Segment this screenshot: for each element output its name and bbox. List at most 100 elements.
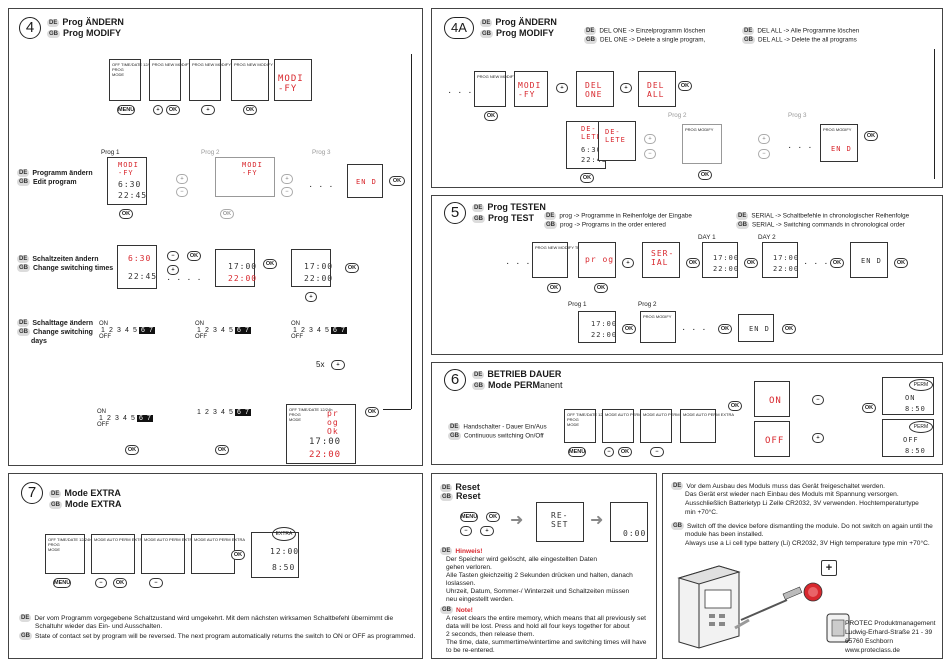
- battery-de-line: Das Gerät erst wieder nach Einbau des Mo…: [685, 491, 899, 498]
- minus-button[interactable]: −: [650, 447, 664, 457]
- ok-button[interactable]: OK: [231, 550, 245, 560]
- ok-button[interactable]: OK: [728, 401, 742, 411]
- ok-button[interactable]: OK: [686, 258, 700, 268]
- ok-button[interactable]: OK: [618, 447, 632, 457]
- ok-button[interactable]: OK: [215, 445, 229, 455]
- menu-button[interactable]: MENU: [53, 578, 71, 588]
- plus-button[interactable]: +: [305, 292, 317, 302]
- plus-button[interactable]: +: [556, 83, 568, 93]
- prog2-label: Prog 2: [201, 149, 220, 156]
- plus-button[interactable]: +: [622, 258, 634, 268]
- ok-button[interactable]: OK: [389, 176, 405, 186]
- lcd-display-on: ON: [754, 381, 790, 417]
- ok-button[interactable]: OK: [594, 283, 608, 293]
- ok-button[interactable]: OK: [698, 170, 712, 180]
- minus-button[interactable]: −: [176, 187, 188, 197]
- five-times-label: 5x: [316, 360, 325, 369]
- minus-button[interactable]: −: [167, 251, 179, 261]
- minus-button[interactable]: −: [812, 395, 824, 405]
- ellipsis: · · ·: [788, 142, 814, 153]
- ok-button[interactable]: OK: [718, 324, 732, 334]
- ok-button[interactable]: OK: [484, 111, 498, 121]
- battery-de-line: min +70°C.: [685, 509, 718, 516]
- ok-button[interactable]: OK: [744, 258, 758, 268]
- lcd-display-reset: RE- SET: [536, 502, 584, 542]
- minus-button[interactable]: −: [758, 149, 770, 159]
- flow-line: [934, 49, 935, 179]
- hint-gb-line: data will be lost. Press and hold all fo…: [446, 623, 630, 630]
- ok-button[interactable]: OK: [580, 173, 594, 183]
- flow-line: [383, 409, 411, 410]
- ok-button[interactable]: OK: [678, 81, 692, 91]
- minus-button[interactable]: −: [281, 187, 293, 197]
- plus-button[interactable]: +: [176, 174, 188, 184]
- plus-button[interactable]: +: [758, 134, 770, 144]
- hint-gb-line: The time, date, summertime/wintertime an…: [446, 639, 647, 646]
- lcd-display: MODE AUTO PERM EXTRA: [141, 534, 195, 574]
- ok-button[interactable]: OK: [830, 258, 844, 268]
- menu-button[interactable]: MENU: [117, 105, 135, 115]
- lcd-display-time: 17:00 22:00: [291, 249, 332, 287]
- day1-label: DAY 1: [698, 234, 716, 241]
- lcd-display-modify: MODI -FY: [274, 59, 312, 101]
- ok-button[interactable]: OK: [862, 403, 876, 413]
- plus-button[interactable]: +: [201, 105, 215, 115]
- plus-button[interactable]: +: [480, 526, 494, 536]
- lcd-display-perm-on: PERM ON 8:50: [882, 377, 934, 415]
- ok-button[interactable]: OK: [486, 512, 500, 522]
- lcd-display-end: EN D: [347, 164, 383, 198]
- lcd-display-time: 17:00 22:00: [578, 311, 616, 343]
- minus-button[interactable]: −: [644, 149, 656, 159]
- menu-button[interactable]: MENU: [460, 512, 478, 522]
- ok-button[interactable]: OK: [782, 324, 796, 334]
- ok-button[interactable]: OK: [113, 578, 127, 588]
- minus-button[interactable]: −: [95, 578, 107, 588]
- ok-button[interactable]: OK: [263, 259, 277, 269]
- plus-button[interactable]: +: [644, 134, 656, 144]
- minus-button[interactable]: −: [604, 447, 614, 457]
- ok-button[interactable]: OK: [125, 445, 139, 455]
- ok-button[interactable]: OK: [622, 324, 636, 334]
- lcd-display-zero: 0:00: [610, 502, 648, 542]
- ok-button[interactable]: OK: [187, 251, 201, 261]
- ok-button[interactable]: OK: [365, 407, 379, 417]
- ok-button[interactable]: OK: [166, 105, 180, 115]
- ok-button[interactable]: OK: [864, 131, 878, 141]
- plus-button[interactable]: +: [812, 433, 824, 443]
- battery-icon: [803, 582, 823, 602]
- lcd-display: PROG MODIFY: [640, 311, 676, 343]
- minus-button[interactable]: −: [460, 526, 472, 536]
- hint-gb-line: to be re-entered.: [446, 647, 495, 654]
- plus-button[interactable]: +: [331, 360, 345, 370]
- ok-button[interactable]: OK: [894, 258, 908, 268]
- hint-de-line: Alle Tasten gleichzeitig 2 Sekunden drüc…: [446, 572, 633, 579]
- lcd-display: PROG NEW MODIFY TEST: [474, 71, 527, 107]
- lcd-display: MODE AUTO PERM EXTRA: [191, 534, 245, 574]
- ellipsis: · · ·: [309, 181, 335, 192]
- plus-button[interactable]: +: [153, 105, 163, 115]
- menu-button[interactable]: MENU: [568, 447, 586, 457]
- plus-button[interactable]: +: [167, 265, 179, 275]
- ok-button[interactable]: OK: [243, 105, 257, 115]
- plus-button[interactable]: +: [281, 174, 293, 184]
- prog2-label: Prog 2: [638, 301, 657, 308]
- ok-button[interactable]: OK: [220, 209, 234, 219]
- plus-button[interactable]: +: [620, 83, 632, 93]
- ok-button[interactable]: OK: [119, 209, 133, 219]
- minus-button[interactable]: −: [149, 578, 163, 588]
- ok-button[interactable]: OK: [345, 263, 359, 273]
- ok-button[interactable]: OK: [547, 283, 561, 293]
